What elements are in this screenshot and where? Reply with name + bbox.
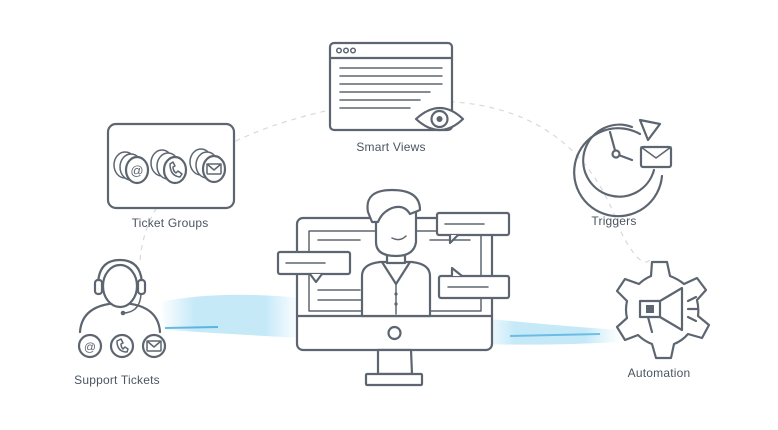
ticket-groups-icon: @ [106, 122, 236, 210]
smart-views-icon [328, 41, 465, 132]
svg-text:@: @ [130, 163, 143, 178]
water-splash [160, 294, 620, 345]
automation-icon [615, 260, 711, 360]
monitor-illustration [276, 188, 511, 387]
automation-label: Automation [627, 366, 691, 380]
svg-text:@: @ [84, 340, 96, 354]
support-tickets-label: Support Tickets [74, 373, 160, 387]
triggers-label: Triggers [591, 214, 637, 228]
triggers-icon [573, 118, 673, 218]
support-tickets-icon: @ [77, 258, 167, 359]
ticket-groups-label: Ticket Groups [131, 216, 209, 230]
smart-views-label: Smart Views [356, 140, 426, 154]
